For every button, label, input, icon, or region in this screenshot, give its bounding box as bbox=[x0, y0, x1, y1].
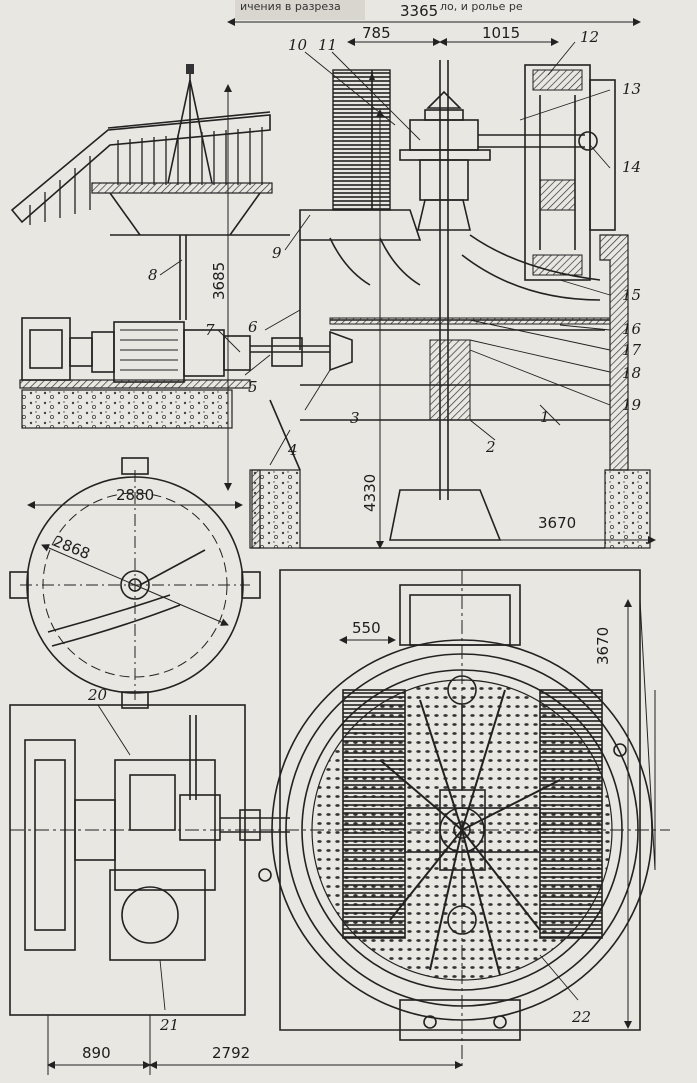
margin-text-line: ичения в разреза bbox=[240, 0, 341, 13]
callout-21: 21 bbox=[159, 1016, 179, 1034]
roller-left-plan bbox=[342, 689, 406, 939]
dimension-3365: 3365 bbox=[400, 2, 438, 20]
dimension-3685: 3685 bbox=[210, 262, 228, 300]
callout-12: 12 bbox=[580, 28, 599, 46]
callout-8: 8 bbox=[148, 266, 158, 284]
central-shaft bbox=[399, 60, 491, 500]
callout-2: 2 bbox=[485, 438, 496, 456]
callout-11: 11 bbox=[318, 36, 337, 54]
callout-5: 5 bbox=[248, 378, 258, 396]
roller-left-elevation bbox=[332, 69, 391, 211]
page-margin-text: ичения в разреза ло, и ролье ре bbox=[235, 0, 523, 20]
callout-16: 16 bbox=[622, 320, 642, 338]
margin-text-line: ло, и ролье ре bbox=[440, 0, 523, 13]
callout-18: 18 bbox=[622, 364, 641, 382]
service-platform bbox=[10, 64, 290, 236]
callout-1: 1 bbox=[540, 408, 550, 426]
callout-9: 9 bbox=[272, 244, 282, 262]
callout-20: 20 bbox=[87, 686, 108, 704]
drive-table-plan bbox=[9, 704, 246, 1016]
dimension-890: 890 bbox=[82, 1044, 111, 1062]
roller-right-elevation bbox=[478, 64, 616, 281]
pan-plan-small: 2880 2868 bbox=[9, 457, 261, 709]
dimension-550: 550 bbox=[352, 619, 381, 637]
callout-14: 14 bbox=[622, 158, 641, 176]
dimension-2792: 2792 bbox=[212, 1044, 250, 1062]
callout-15: 15 bbox=[622, 286, 641, 304]
dimension-4330: 4330 bbox=[361, 474, 379, 512]
dimension-3670-elev: 3670 bbox=[538, 514, 576, 532]
dimension-3670-plan: 3670 bbox=[594, 627, 612, 665]
dimension-1015: 1015 bbox=[482, 24, 520, 42]
dimension-785: 785 bbox=[362, 24, 391, 42]
callout-19: 19 bbox=[622, 396, 642, 414]
callout-7: 7 bbox=[205, 321, 215, 339]
callout-4: 4 bbox=[287, 441, 298, 459]
callout-13: 13 bbox=[622, 80, 641, 98]
callout-22: 22 bbox=[571, 1008, 591, 1026]
callout-17: 17 bbox=[622, 341, 642, 359]
drive-motor-assembly bbox=[19, 235, 353, 429]
callout-3: 3 bbox=[350, 409, 360, 427]
callout-10: 10 bbox=[288, 36, 308, 54]
dimension-2868: 2868 bbox=[51, 532, 93, 563]
elevation-view: 3365 785 1015 bbox=[10, 2, 656, 549]
callout-6: 6 bbox=[248, 318, 258, 336]
dimension-2880: 2880 bbox=[116, 486, 154, 504]
dimension-line-2868 bbox=[41, 544, 229, 626]
roller-right-plan bbox=[539, 689, 603, 939]
plan-view: 550 3670 bbox=[9, 569, 670, 1075]
foundation-right bbox=[604, 469, 651, 549]
